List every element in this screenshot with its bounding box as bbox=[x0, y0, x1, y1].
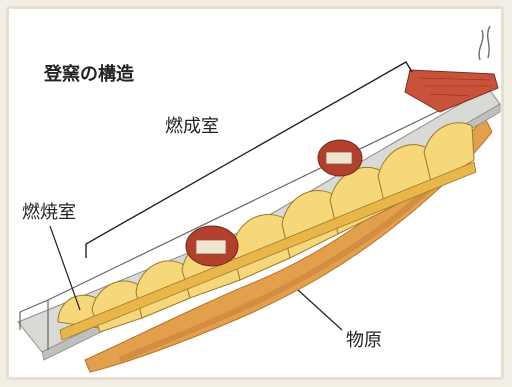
cutaway-chamber-2 bbox=[318, 140, 362, 176]
label-waste-pile: 物原 bbox=[346, 330, 382, 351]
waste-pile-leader bbox=[298, 290, 342, 330]
label-combustion-chamber: 燃焼室 bbox=[22, 202, 76, 223]
smoke bbox=[479, 26, 490, 60]
chamber-base-shade bbox=[60, 162, 476, 340]
cutaway-chamber-1 bbox=[186, 226, 238, 266]
label-firing-chambers: 燃成室 bbox=[165, 116, 219, 137]
diagram-title: 登窯の構造 bbox=[43, 63, 134, 85]
